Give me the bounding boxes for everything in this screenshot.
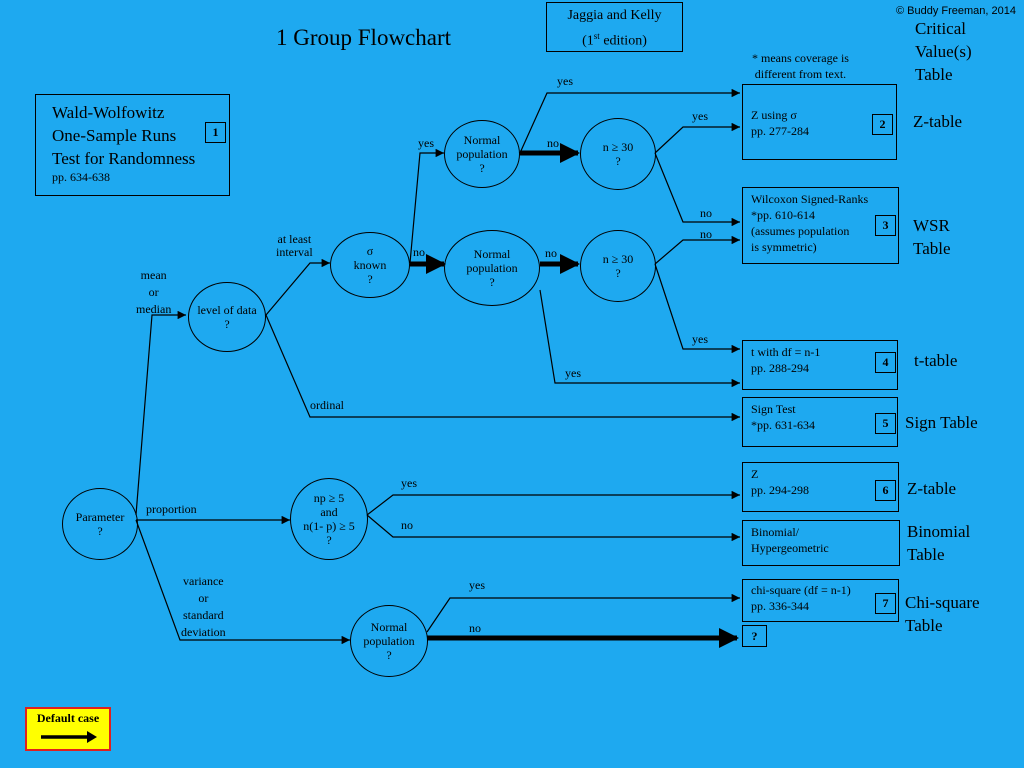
critical-values-heading: Critical Value(s) Table bbox=[915, 19, 972, 84]
label-proportion: proportion bbox=[146, 502, 197, 516]
decision-n30-mid: n ≥ 30 ? bbox=[580, 230, 656, 302]
decision-sigma-known: σ known ? bbox=[330, 232, 410, 298]
edge-n30-mid-yes bbox=[654, 263, 740, 354]
label-yes-prop: yes bbox=[401, 476, 417, 490]
coverage-note: * means coverage is different from text. bbox=[752, 51, 849, 81]
result-z-sigma: Z using σ pp. 277-284 bbox=[742, 84, 897, 160]
result-binomial: Binomial/ Hypergeometric bbox=[742, 520, 900, 566]
edge-n30-top-yes bbox=[654, 122, 740, 154]
label-yes-t1: yes bbox=[692, 332, 708, 346]
decision-normal-top: Normal population ? bbox=[444, 120, 520, 188]
page-title: 1 Group Flowchart bbox=[276, 25, 452, 50]
edge-sigma-yes bbox=[409, 148, 444, 264]
default-case-label: Default case bbox=[36, 711, 100, 725]
edge-normal-top-yes bbox=[519, 88, 740, 154]
label-no-normal-mid: no bbox=[545, 246, 557, 260]
runs-test-number: 1 bbox=[205, 122, 226, 143]
edge-np-no bbox=[366, 514, 740, 542]
label-yes-var: yes bbox=[469, 578, 485, 592]
result-sign-test: Sign Test *pp. 631-634 bbox=[742, 397, 898, 447]
source-title: Jaggia and Kelly bbox=[567, 8, 662, 23]
label-mean-or-median: mean or median bbox=[136, 268, 172, 316]
result-number-4: 4 bbox=[875, 352, 896, 373]
result-t-test: t with df = n-1 pp. 288-294 bbox=[742, 340, 898, 390]
result-number-3: 3 bbox=[875, 215, 896, 236]
label-yes-sigma: yes bbox=[418, 136, 434, 150]
source-edition: (1st edition) bbox=[582, 31, 647, 49]
edge-at-least-interval bbox=[265, 258, 330, 316]
result-number-7: 7 bbox=[875, 593, 896, 614]
label-variance: variance or standard deviation bbox=[181, 574, 226, 639]
label-no-sigma: no bbox=[413, 245, 425, 259]
label-no-wsr1: no bbox=[700, 206, 712, 220]
decision-n30-top: n ≥ 30 ? bbox=[580, 118, 656, 190]
runs-test-pages: pp. 634-638 bbox=[52, 170, 110, 184]
label-no-wsr2: no bbox=[700, 227, 712, 241]
table-z-2: Z-table bbox=[907, 479, 957, 498]
edge-n30-mid-no bbox=[654, 235, 740, 265]
label-yes-z: yes bbox=[692, 109, 708, 123]
table-binomial: Binomial Table bbox=[907, 522, 971, 564]
result-unknown: ? bbox=[742, 625, 767, 647]
result-number-5: 5 bbox=[875, 413, 896, 434]
default-case-legend: Default case bbox=[25, 707, 111, 751]
edge-n30-top-no bbox=[654, 152, 740, 227]
result-z-proportion: Z pp. 294-298 bbox=[742, 462, 899, 512]
label-yes-top: yes bbox=[557, 74, 573, 88]
runs-test-title: Wald-Wolfowitz One-Sample Runs Test for … bbox=[52, 103, 196, 168]
result-number-6: 6 bbox=[875, 480, 896, 501]
label-no-prop: no bbox=[401, 518, 413, 532]
table-t: t-table bbox=[914, 351, 958, 370]
copyright-notice: © Buddy Freeman, 2014 bbox=[895, 5, 1016, 17]
decision-normal-bottom: Normal population ? bbox=[350, 605, 428, 677]
edge-variance bbox=[135, 519, 350, 645]
table-chi-square: Chi-square Table bbox=[905, 593, 980, 635]
runs-test-box: Wald-Wolfowitz One-Sample Runs Test for … bbox=[35, 94, 230, 196]
decision-normal-mid: Normal population ? bbox=[444, 230, 540, 306]
edge-ordinal bbox=[265, 314, 740, 422]
label-ordinal: ordinal bbox=[310, 398, 344, 412]
label-yes-t2: yes bbox=[565, 366, 581, 380]
default-case-arrow-icon bbox=[41, 731, 97, 743]
result-chi-square: chi-square (df = n-1) pp. 336-344 bbox=[742, 579, 899, 622]
edge-var-yes bbox=[426, 593, 740, 633]
result-number-2: 2 bbox=[872, 114, 893, 135]
decision-level-of-data: level of data ? bbox=[188, 282, 266, 352]
label-no-normal-top: no bbox=[547, 136, 559, 150]
source-box: Jaggia and Kelly (1st edition) bbox=[546, 2, 683, 52]
table-wsr: WSR Table bbox=[913, 216, 951, 258]
edge-np-yes bbox=[366, 490, 740, 516]
label-at-least-interval: at least interval bbox=[276, 232, 313, 259]
label-no-var: no bbox=[469, 621, 481, 635]
edge-normal-mid-yes bbox=[539, 289, 740, 388]
table-z-1: Z-table bbox=[913, 112, 963, 131]
decision-parameter: Parameter ? bbox=[62, 488, 138, 560]
table-sign: Sign Table bbox=[905, 413, 978, 432]
edge-mean-median bbox=[135, 310, 186, 516]
decision-np-check: np ≥ 5 and n(1- p) ≥ 5 ? bbox=[290, 478, 368, 560]
result-wilcoxon: Wilcoxon Signed-Ranks *pp. 610-614 (assu… bbox=[742, 187, 899, 264]
